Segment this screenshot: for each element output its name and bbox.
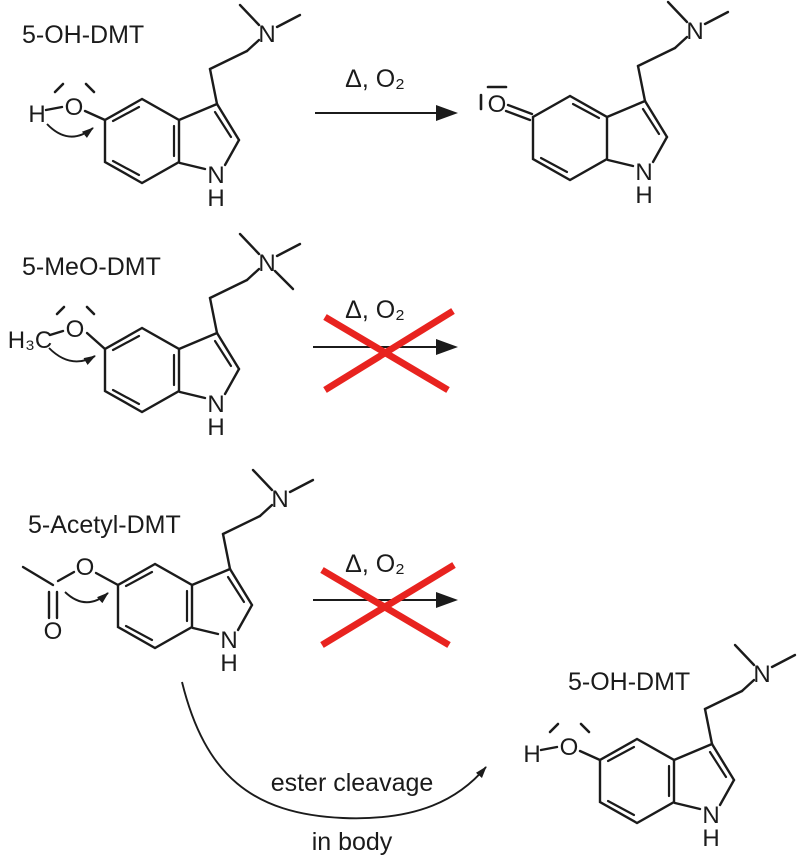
aromatic-double-bonds <box>124 570 189 642</box>
atom-label-o: O <box>488 91 507 118</box>
atom-label-o: O <box>66 316 85 343</box>
cross-mark <box>323 308 455 393</box>
reaction-arrow-row2: Δ, O₂ <box>313 296 458 393</box>
hydroxyl-group <box>27 82 107 130</box>
aromatic-double-bonds <box>111 105 176 177</box>
atom-label-carbonyl-o: O <box>44 618 63 645</box>
arrowhead <box>436 592 458 608</box>
molecule-oxidation-product: O <box>479 0 730 211</box>
ester-cleavage-label: ester cleavage <box>271 769 434 797</box>
hydroxyl-group <box>522 722 602 770</box>
cross-mark <box>320 562 456 648</box>
compound-label-5-acetyl-dmt: 5-Acetyl-DMT <box>28 511 181 539</box>
arrowhead <box>436 339 458 355</box>
compound-label-5-oh-dmt-product: 5-OH-DMT <box>568 668 690 696</box>
molecule-5-acetyl-dmt: O O <box>21 468 315 679</box>
compound-label-5-meo-dmt: 5-MeO-DMT <box>22 253 161 281</box>
arrowhead <box>436 105 458 121</box>
reaction-arrow-row3: Δ, O₂ <box>313 550 458 648</box>
lone-pair-dash <box>55 305 66 316</box>
reaction-arrow-row1: Δ, O₂ <box>315 65 458 121</box>
condition-label-row1: Δ, O₂ <box>345 65 405 93</box>
aromatic-double-bonds <box>111 334 176 406</box>
condition-label-row2: Δ, O₂ <box>345 296 405 324</box>
ester-cleavage-arrow: ester cleavage in body <box>181 681 487 856</box>
atom-label-h3c: H₃C <box>8 327 52 354</box>
mechanism-curved-arrow <box>46 123 94 138</box>
condition-label-row3: Δ, O₂ <box>345 550 405 578</box>
molecule-5-oh-dmt-reactant <box>27 3 302 214</box>
molecule-5-meo-dmt: H₃C O <box>8 232 302 443</box>
aromatic-double-bonds <box>606 745 671 817</box>
tryptamine-skeleton <box>531 0 730 211</box>
mechanism-curved-arrow <box>64 591 109 604</box>
in-body-label: in body <box>312 828 393 856</box>
compound-label-5-oh-dmt: 5-OH-DMT <box>22 21 144 49</box>
mechanism-curved-arrow <box>48 347 96 365</box>
lone-pair-dash <box>85 305 96 316</box>
atom-label-ester-o: O <box>76 554 95 581</box>
